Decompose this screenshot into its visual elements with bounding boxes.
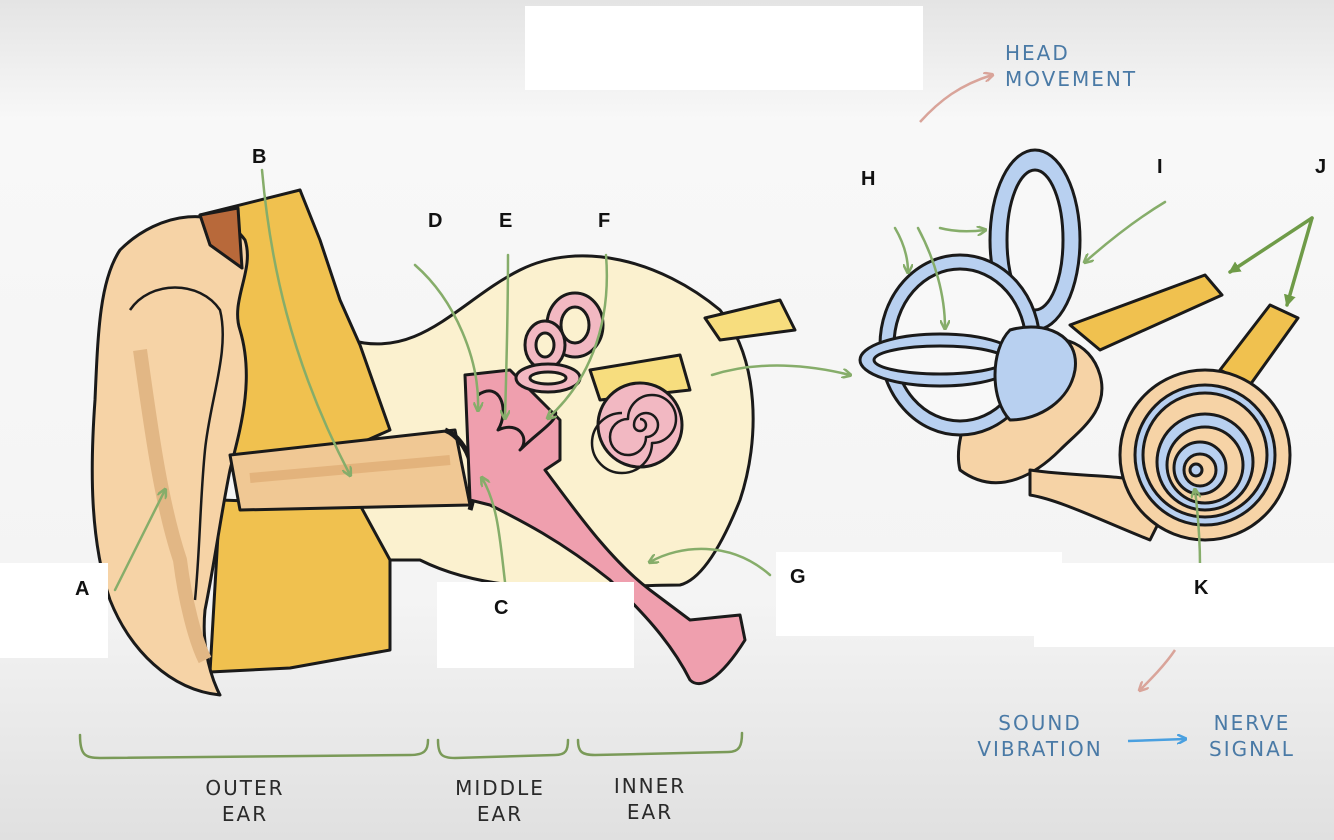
label-d: D [428, 211, 442, 231]
sound-to-nerve-arrow [1128, 739, 1185, 741]
nerve-signal-line1: NERVE [1192, 710, 1312, 736]
outer-ear-line2: EAR [190, 801, 300, 827]
sound-vibration-line1: SOUND [970, 710, 1110, 736]
label-k-box [1034, 563, 1334, 647]
top-mask-box [525, 6, 923, 90]
nerve-signal-line2: SIGNAL [1192, 736, 1312, 762]
arrow-h3 [940, 228, 985, 231]
sound-arrow [1140, 650, 1175, 690]
label-g: G [790, 567, 806, 587]
head-movement-line1: HEAD [1005, 40, 1137, 66]
outer-ear-brace [80, 735, 428, 758]
lower-fat-layer [210, 500, 390, 672]
inner-ear-brace [578, 733, 742, 755]
inner-ear-label: INNER EAR [595, 773, 705, 825]
inner-ear-line2: EAR [595, 799, 705, 825]
label-g-box [776, 552, 1062, 636]
middle-ear-line2: EAR [435, 801, 565, 827]
head-movement-arrow [920, 75, 992, 122]
vestibular-nerve-right [1070, 275, 1222, 350]
label-b: B [252, 147, 266, 167]
region-braces [80, 733, 742, 758]
label-c-box [437, 582, 634, 668]
cochlea-right [1120, 370, 1290, 540]
sound-vibration-note: SOUND VIBRATION [970, 710, 1110, 762]
middle-ear-line1: MIDDLE [435, 775, 565, 801]
label-a: A [75, 579, 89, 599]
head-movement-line2: MOVEMENT [1005, 66, 1137, 92]
outer-ear-label: OUTER EAR [190, 775, 300, 827]
arrow-i [1085, 202, 1165, 262]
label-h: H [861, 169, 875, 189]
sound-vibration-line2: VIBRATION [970, 736, 1110, 762]
inner-ear-line1: INNER [595, 773, 705, 799]
label-j: J [1315, 157, 1326, 177]
nerve-signal-note: NERVE SIGNAL [1192, 710, 1312, 762]
outer-ear-line1: OUTER [190, 775, 300, 801]
label-k: K [1194, 578, 1208, 598]
head-movement-note: HEAD MOVEMENT [1005, 40, 1137, 92]
label-e: E [499, 211, 512, 231]
arrow-h1 [895, 228, 908, 272]
label-f: F [598, 211, 610, 231]
middle-ear-brace [438, 740, 568, 758]
label-i: I [1157, 157, 1163, 177]
arrows-j [1230, 218, 1312, 305]
label-a-box [0, 563, 108, 658]
auditory-nerve [705, 300, 795, 340]
inner-ear-detail [860, 150, 1298, 540]
middle-ear-label: MIDDLE EAR [435, 775, 565, 827]
label-c: C [494, 598, 508, 618]
